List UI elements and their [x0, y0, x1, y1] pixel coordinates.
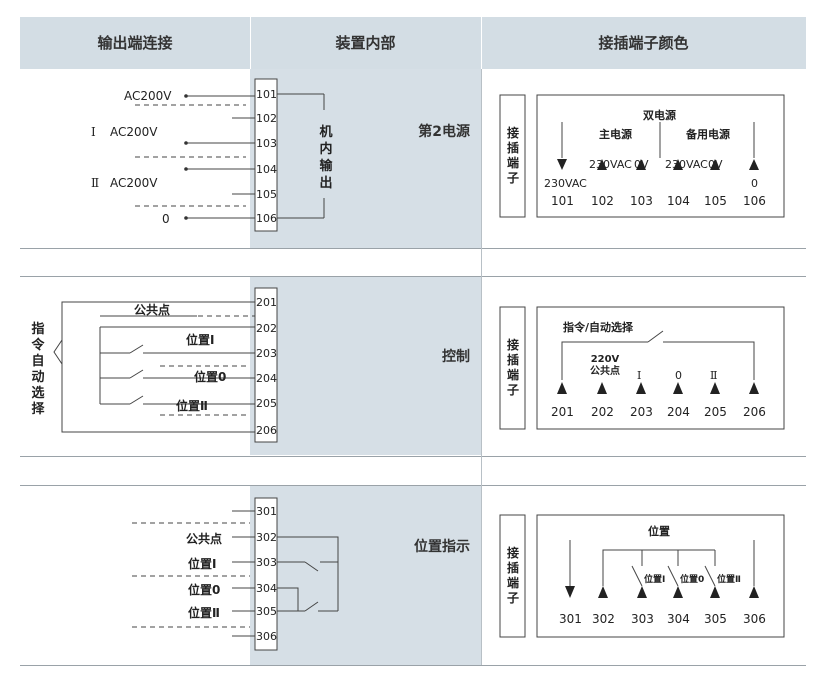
s3-pin-305: 305: [704, 612, 727, 626]
s2-pin-206: 206: [743, 405, 766, 419]
terminal-302: 302: [256, 531, 277, 544]
s2-common-label: 220V公共点: [590, 354, 620, 377]
s3-top-label: 位置: [648, 525, 670, 538]
s2-line-common: 公共点: [134, 303, 171, 317]
terminal-105: 105: [256, 188, 277, 201]
s2-line-pos2: 位置Ⅱ: [176, 399, 208, 413]
s3-sub-2: 位置Ⅱ: [717, 575, 741, 585]
table-header: 输出端连接 装置内部 接插端子颜色: [20, 17, 806, 69]
s2-pin-202: 202: [591, 405, 614, 419]
s3-internal-bg: [250, 486, 481, 665]
divider: [20, 665, 806, 666]
s2-line-pos1: 位置Ⅰ: [186, 333, 215, 347]
s2-sub-1: Ⅰ: [637, 369, 642, 382]
divider: [20, 485, 806, 486]
s1-input-3: AC200V: [110, 176, 158, 190]
terminal-203: 203: [256, 347, 277, 360]
s2-pin-201: 201: [551, 405, 574, 419]
s1-pin-101: 101: [551, 194, 574, 208]
s1-pin-label-1: 230VAC: [544, 177, 587, 190]
s2-section-label: 控制: [442, 349, 470, 365]
s2-pin-203: 203: [630, 405, 653, 419]
s1-input-4: 0: [162, 212, 170, 226]
divider: [20, 456, 806, 457]
terminal-306: 306: [256, 630, 277, 643]
s1-input-2: AC200V: [110, 125, 158, 139]
s1-input-2-prefix: Ⅰ: [91, 125, 96, 139]
terminal-301: 301: [256, 505, 277, 518]
terminal-201: 201: [256, 296, 277, 309]
terminal-104: 104: [256, 163, 277, 176]
s2-sub-2: Ⅱ: [710, 369, 718, 382]
terminal-303: 303: [256, 556, 277, 569]
s3-pin-304: 304: [667, 612, 690, 626]
s3-line-pos1: 位置Ⅰ: [188, 557, 217, 571]
terminal-304: 304: [256, 582, 277, 595]
s1-pin-label-3: 0V: [634, 158, 649, 171]
terminal-202: 202: [256, 322, 277, 335]
s2-line-pos0: 位置0: [194, 370, 227, 384]
s1-section-label: 第2电源: [418, 124, 470, 140]
s2-side-label: 接插端子: [506, 338, 519, 397]
terminal-206: 206: [256, 424, 277, 437]
s1-main-label: 主电源: [599, 128, 632, 141]
terminal-205: 205: [256, 397, 277, 410]
s1-pin-102: 102: [591, 194, 614, 208]
s2-pin-205: 205: [704, 405, 727, 419]
s1-side-label: 接插端子: [506, 126, 519, 185]
terminal-305: 305: [256, 605, 277, 618]
s2-internal-bg: [250, 277, 481, 455]
s1-top-label: 双电源: [643, 109, 676, 122]
s3-section-label: 位置指示: [414, 539, 470, 555]
s2-top-label: 指令/自动选择: [563, 321, 634, 334]
s3-pin-301: 301: [559, 612, 582, 626]
s1-pin-label-6: 0: [751, 177, 758, 190]
s1-backup-label: 备用电源: [686, 128, 730, 141]
header-connector: 接插端子颜色: [598, 34, 689, 52]
divider: [20, 248, 806, 249]
terminal-102: 102: [256, 112, 277, 125]
s1-pin-label-2: 230VAC: [589, 158, 632, 171]
s3-sub-1: 位置Ⅰ: [644, 575, 666, 585]
s3-line-pos0: 位置0: [188, 583, 221, 597]
s1-input-1: AC200V: [124, 89, 172, 103]
s1-pin-105: 105: [704, 194, 727, 208]
s1-input-3-prefix: Ⅱ: [91, 176, 100, 190]
s3-pin-302: 302: [592, 612, 615, 626]
header-internal: 装置内部: [335, 34, 396, 52]
s1-internal-label: 机内输出: [319, 125, 333, 191]
column-divider: [481, 69, 482, 665]
terminal-106: 106: [256, 212, 277, 225]
s1-pin-label-5: 0V: [708, 158, 723, 171]
terminal-101: 101: [256, 88, 277, 101]
divider: [20, 276, 806, 277]
s3-sub-0: 位置0: [680, 575, 705, 585]
s3-pin-306: 306: [743, 612, 766, 626]
s3-side-label: 接插端子: [506, 546, 519, 605]
s2-sub-0: 0: [675, 369, 682, 382]
s2-pin-204: 204: [667, 405, 690, 419]
s3-pin-303: 303: [631, 612, 654, 626]
s2-left-label: 指令自动选择: [31, 322, 45, 417]
header-output: 输出端连接: [97, 34, 173, 52]
s1-pin-103: 103: [630, 194, 653, 208]
s1-pin-label-4: 230VAC: [665, 158, 708, 171]
s3-line-pos2: 位置Ⅱ: [188, 606, 220, 620]
s1-pin-104: 104: [667, 194, 690, 208]
terminal-204: 204: [256, 372, 277, 385]
s1-pin-106: 106: [743, 194, 766, 208]
s3-line-common: 公共点: [186, 532, 223, 546]
terminal-103: 103: [256, 137, 277, 150]
